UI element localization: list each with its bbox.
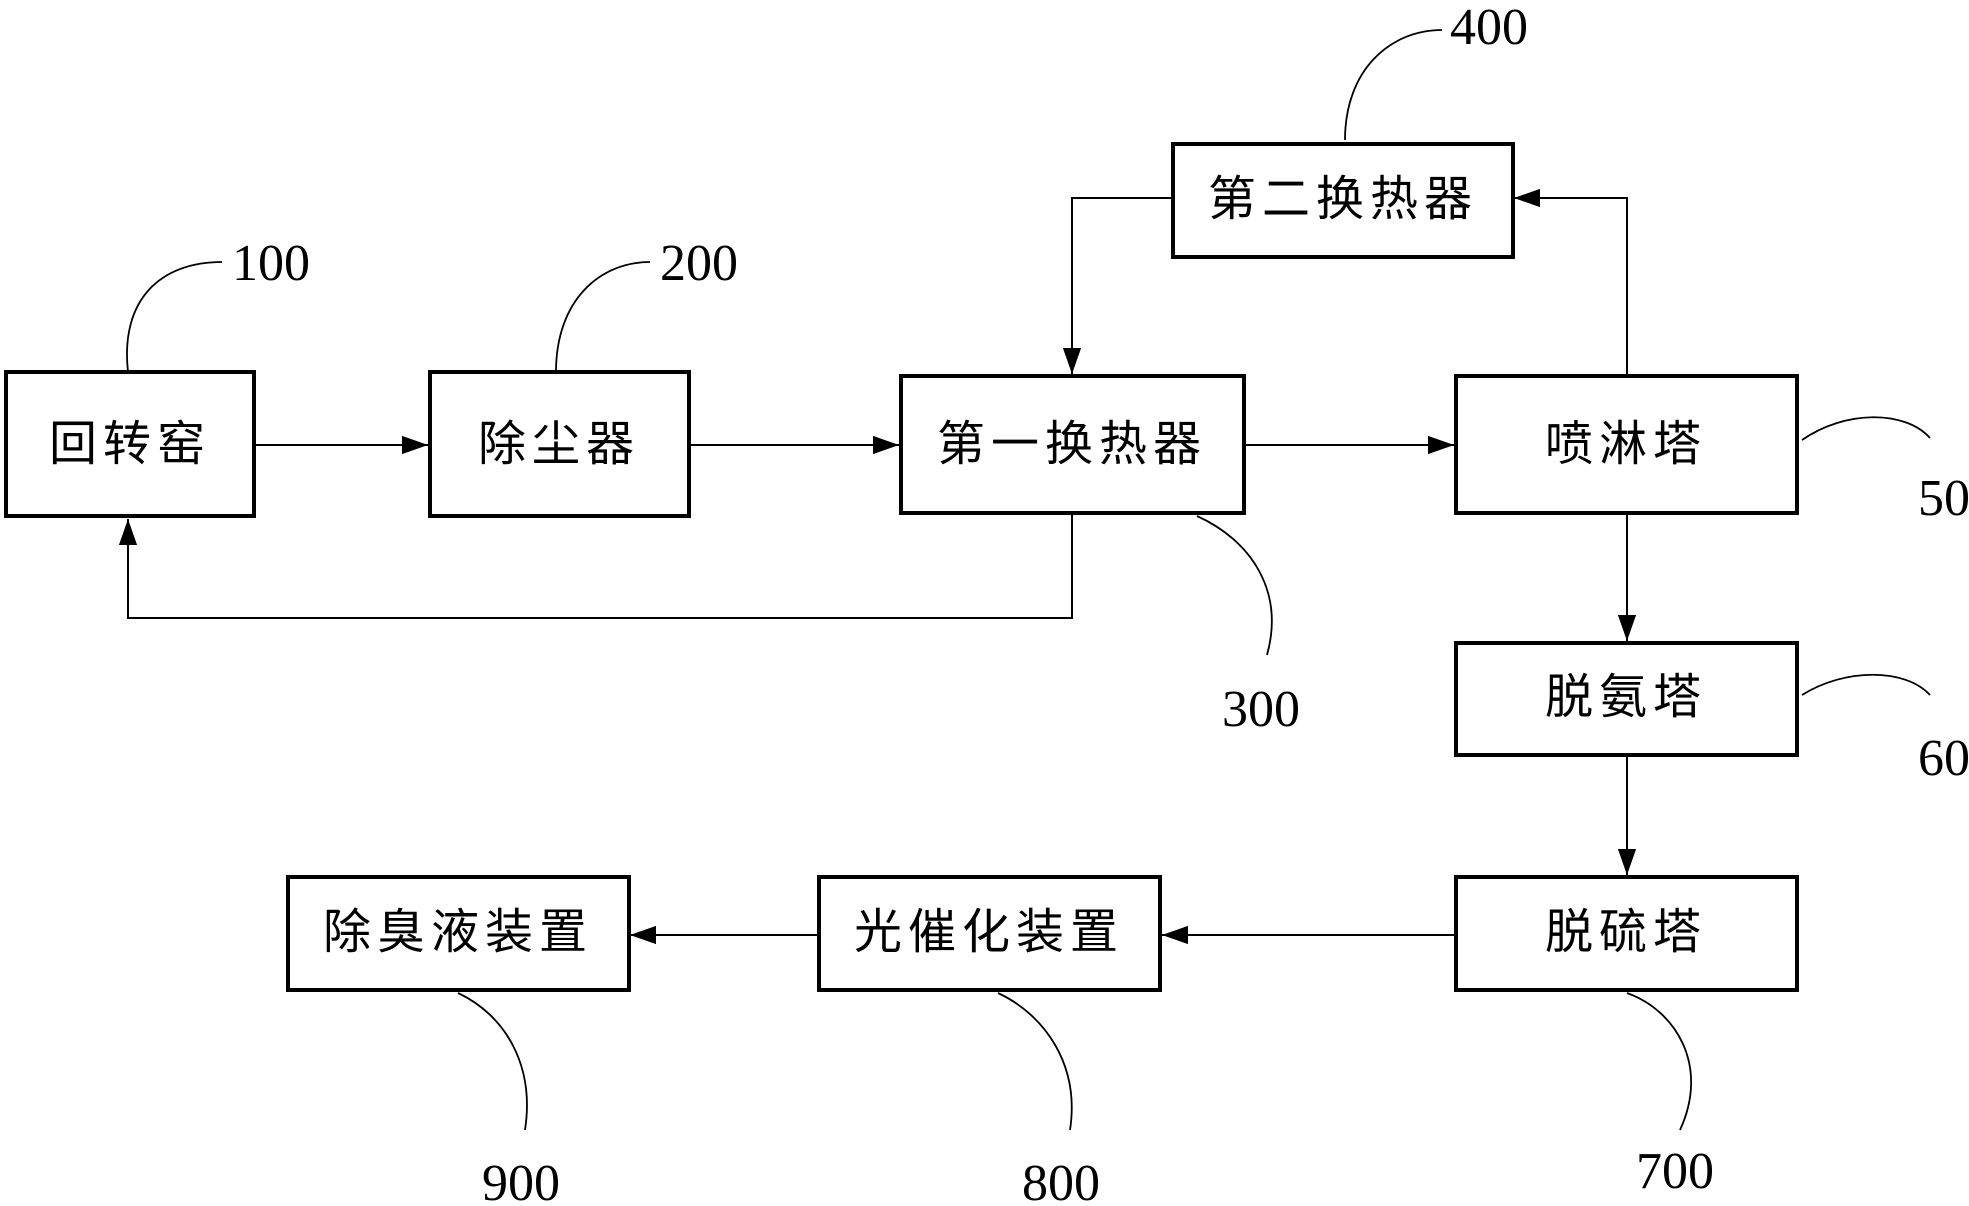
node-spray-tower-frame xyxy=(1454,374,1799,515)
node-desulfurization-tower-label: 脱硫塔 xyxy=(1545,904,1707,960)
node-photocatalytic-device-frame xyxy=(817,875,1162,992)
ref-500: 500 xyxy=(1918,470,1969,527)
leader-500 xyxy=(1801,416,1931,441)
node-deammonia-tower-label: 脱氨塔 xyxy=(1545,669,1707,725)
ref-600: 600 xyxy=(1918,730,1969,787)
node-deodorant-device-frame xyxy=(286,875,631,992)
node-dust-collector: 除尘器 xyxy=(428,370,691,518)
node-deammonia-tower-frame xyxy=(1454,641,1799,757)
node-desulfurization-tower-frame xyxy=(1454,875,1799,992)
node-deodorant-device: 除臭液装置 xyxy=(286,875,631,992)
node-second-heat-exchanger-frame xyxy=(1171,142,1515,259)
ref-300: 300 xyxy=(1222,681,1300,738)
node-second-heat-exchanger: 第二换热器 xyxy=(1171,142,1515,259)
leader-200 xyxy=(555,261,651,373)
leader-100 xyxy=(126,261,223,373)
ref-200: 200 xyxy=(660,235,738,292)
node-spray-tower: 喷淋塔 xyxy=(1454,374,1799,515)
edge-spray-tower-to-second-exchanger xyxy=(1514,188,1628,374)
node-first-heat-exchanger-frame xyxy=(899,374,1246,515)
ref-800: 800 xyxy=(1022,1155,1100,1206)
leader-300 xyxy=(1196,515,1273,656)
ref-400: 400 xyxy=(1450,0,1528,56)
node-photocatalytic-device-label: 光催化装置 xyxy=(854,904,1124,960)
node-rotary-kiln-frame xyxy=(4,370,256,518)
node-deammonia-tower: 脱氨塔 xyxy=(1454,641,1799,757)
node-dust-collector-frame xyxy=(428,370,691,518)
node-dust-collector-label: 除尘器 xyxy=(478,416,640,472)
node-desulfurization-tower: 脱硫塔 xyxy=(1454,875,1799,992)
node-first-heat-exchanger-label: 第一换热器 xyxy=(937,416,1207,472)
node-second-heat-exchanger-label: 第二换热器 xyxy=(1208,171,1478,227)
node-spray-tower-label: 喷淋塔 xyxy=(1545,416,1707,472)
reference-numerals: 100 200 300 400 500 600 700 800 900 xyxy=(232,0,1969,1206)
node-rotary-kiln: 回转窑 xyxy=(4,370,256,518)
leader-400 xyxy=(1344,29,1443,141)
leader-700 xyxy=(1626,992,1692,1131)
node-first-heat-exchanger: 第一换热器 xyxy=(899,374,1246,515)
ref-700: 700 xyxy=(1636,1143,1714,1200)
flow-connectors xyxy=(118,188,1637,945)
leader-800 xyxy=(997,992,1073,1131)
edge-first-exchanger-to-kiln xyxy=(118,513,1073,619)
node-rotary-kiln-label: 回转窑 xyxy=(49,416,211,472)
ref-900: 900 xyxy=(482,1155,560,1206)
edge-second-exchanger-to-first-exchanger xyxy=(1062,197,1173,374)
node-deodorant-device-label: 除臭液装置 xyxy=(323,904,593,960)
reference-leaders xyxy=(126,29,1931,1131)
node-photocatalytic-device: 光催化装置 xyxy=(817,875,1162,992)
ref-100: 100 xyxy=(232,235,310,292)
leader-600 xyxy=(1801,673,1931,696)
leader-900 xyxy=(457,992,528,1131)
